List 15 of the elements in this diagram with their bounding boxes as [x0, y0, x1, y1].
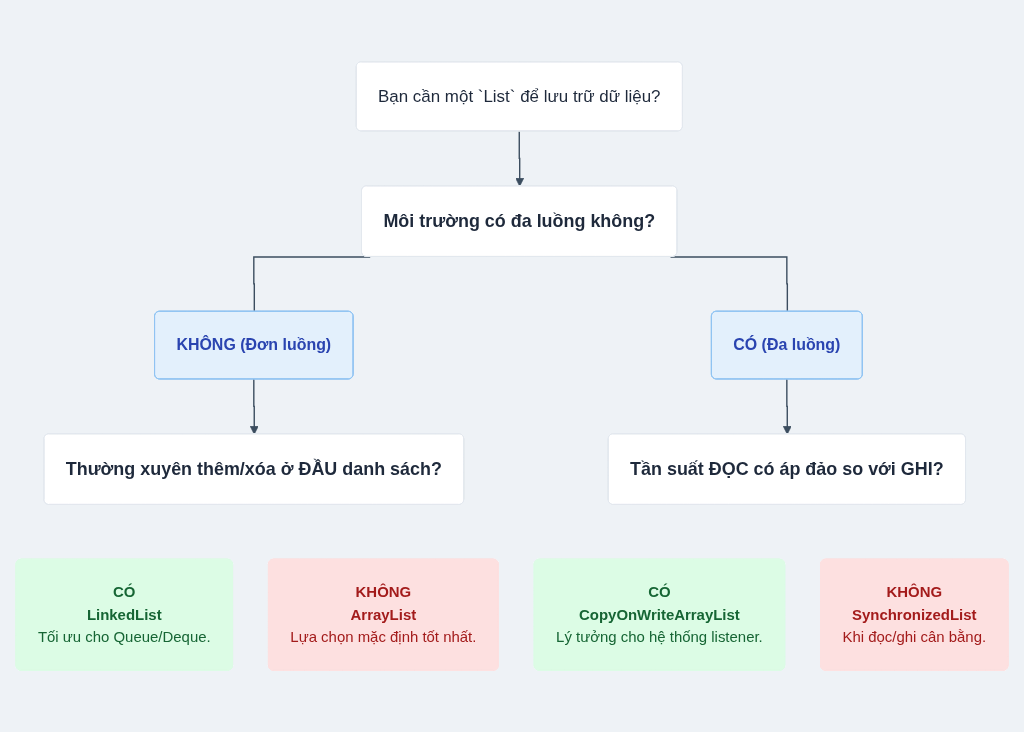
connector-line [669, 256, 789, 313]
result-box: CÓ CopyOnWriteArrayList Lý tưởng cho hệ thống listener. [533, 558, 786, 671]
decision-box: Tần suất ĐỌC có áp đảo so với GHI? [607, 433, 967, 505]
decision-box: Thường xuyên thêm/xóa ở ĐẦU danh sách? [43, 433, 465, 505]
decision-box: Môi trường có đa luồng không? [361, 185, 678, 257]
result-box: CÓ LinkedList Tối ưu cho Queue/Deque. [15, 558, 234, 671]
arrow [782, 378, 792, 435]
branch-box: CÓ (Đa luồng) [710, 310, 863, 380]
result-box: KHÔNG SynchronizedList Khi đọc/ghi cân bằng. [820, 558, 1009, 671]
branch-box: KHÔNG (Đơn luồng) [154, 310, 354, 380]
arrow [249, 378, 259, 435]
arrow [515, 130, 525, 187]
connector-line [253, 256, 371, 313]
result-box: KHÔNG ArrayList Lựa chọn mặc định tốt nhất. [267, 558, 499, 671]
question-box: Bạn cần một `List` để lưu trữ dữ liệu? [355, 61, 683, 132]
